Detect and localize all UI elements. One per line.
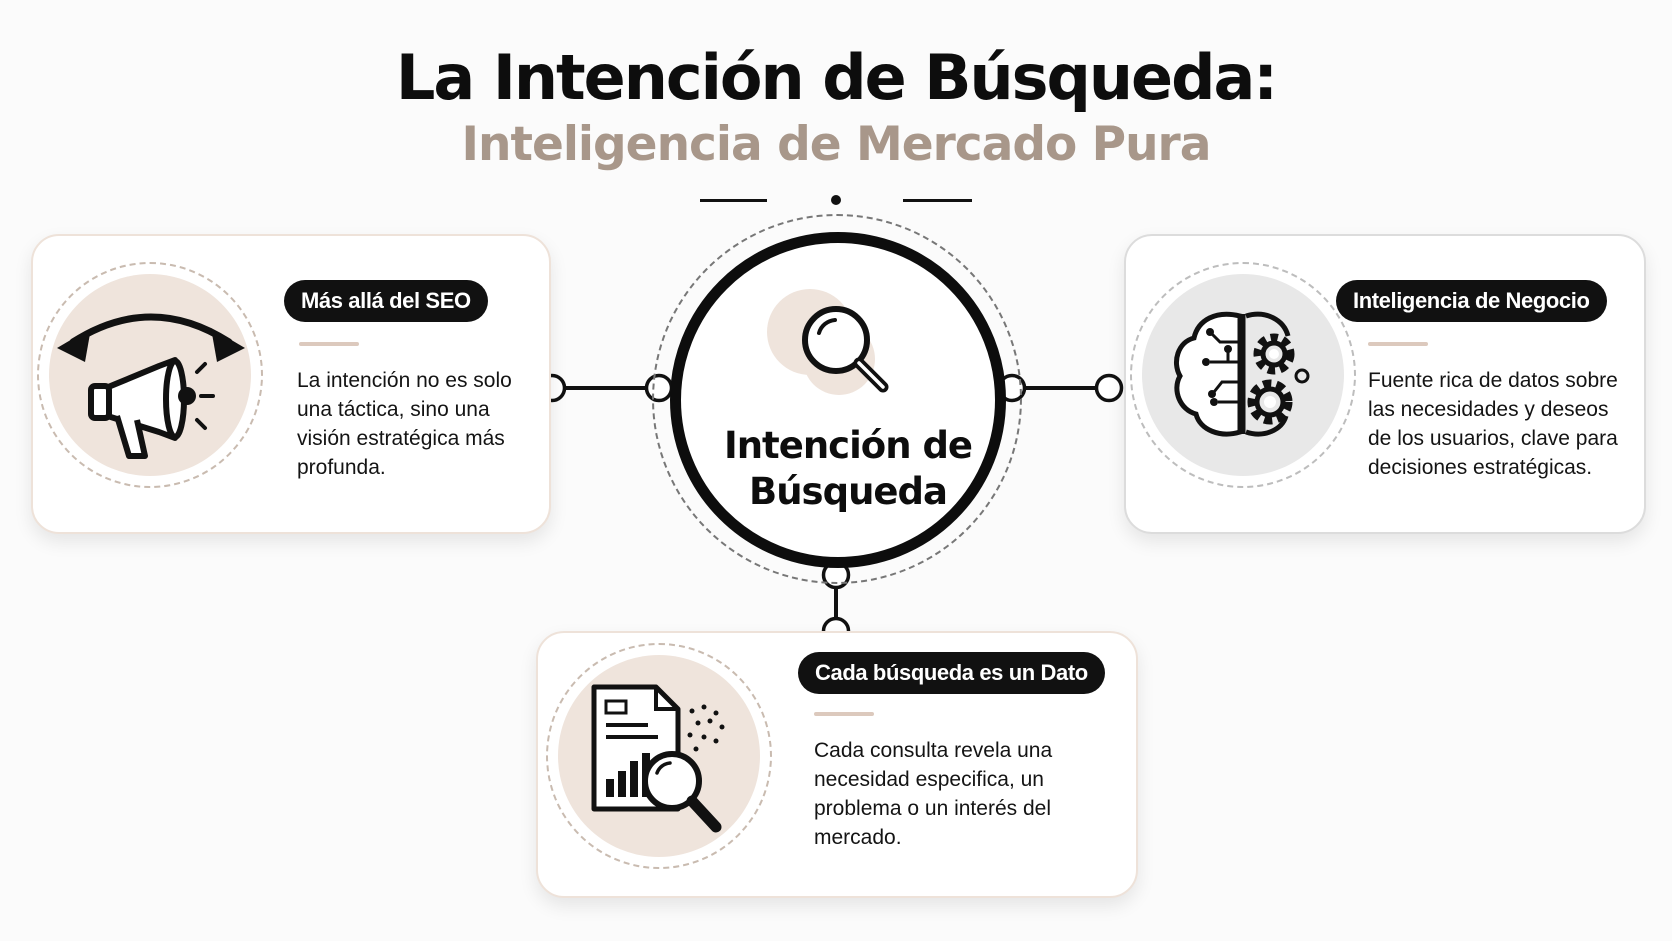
card-left-description: La intención no es solo una táctica, sin… xyxy=(297,369,512,479)
title-divider-right xyxy=(903,199,972,202)
card-bottom-icon-frame xyxy=(546,643,772,869)
card-right-divider xyxy=(1368,342,1428,346)
page-subtitle: Inteligencia de Mercado Pura xyxy=(461,117,1212,172)
card-right-icon-frame xyxy=(1130,262,1356,488)
brain-gears-icon xyxy=(1174,311,1310,437)
card-inteligencia-de-negocio: Inteligencia de Negocio Fuente rica de d… xyxy=(1124,234,1646,534)
card-bottom-description: Cada consulta revela una necesidad espec… xyxy=(814,739,1053,849)
card-left-icon-frame xyxy=(37,262,263,488)
central-node-ring: Intención de Búsqueda xyxy=(670,232,1006,568)
card-right-heading: Inteligencia de Negocio xyxy=(1336,280,1607,322)
title-divider-left xyxy=(700,199,767,202)
card-bottom-divider xyxy=(814,712,874,716)
card-left-heading: Más allá del SEO xyxy=(284,280,488,322)
title-divider-dot xyxy=(831,195,841,205)
card-right-description: Fuente rica de datos sobre las necesidad… xyxy=(1368,369,1618,479)
magnifier-icon xyxy=(802,306,889,393)
card-left-divider xyxy=(299,342,359,346)
connector-node-right-outer xyxy=(1094,373,1124,403)
title-block: La Intención de Búsqueda: Inteligencia d… xyxy=(0,40,1672,174)
central-label: Intención de Búsqueda xyxy=(681,423,1015,515)
card-cada-busqueda-es-un-dato: Cada búsqueda es un Dato Cada consulta r… xyxy=(536,631,1138,898)
central-node: Intención de Búsqueda xyxy=(652,214,1022,584)
card-bottom-heading: Cada búsqueda es un Dato xyxy=(798,652,1105,694)
megaphone-icon xyxy=(57,313,245,459)
page-title: La Intención de Búsqueda: xyxy=(395,41,1278,114)
central-label-line1: Intención de xyxy=(723,424,973,467)
document-search-icon xyxy=(591,684,725,833)
central-label-line2: Búsqueda xyxy=(749,470,948,513)
card-mas-alla-del-seo: Más allá del SEO La intención no es solo… xyxy=(31,234,551,534)
